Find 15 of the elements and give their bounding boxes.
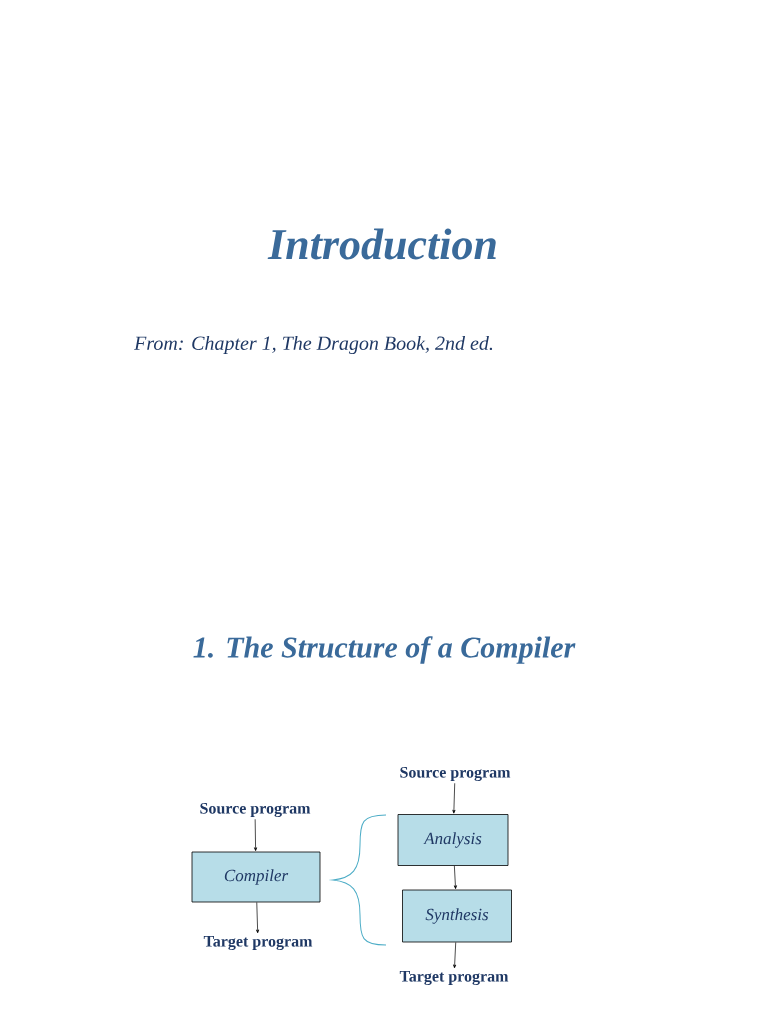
arrow: [256, 902, 260, 934]
title: Introduction: [267, 228, 496, 260]
arrow: [254, 818, 258, 851]
io-label: Source program: [400, 766, 511, 782]
arrow: [453, 942, 457, 969]
io-label: Source program: [200, 802, 311, 818]
subtitle: From: Chapter 1, The Dragon Book, 2nd ed.: [134, 335, 493, 355]
arrow: [452, 782, 456, 814]
io-label: Target program: [203, 936, 313, 950]
io-label: Target program: [399, 971, 509, 985]
section-heading: 1. The Structure of a Compiler: [193, 636, 576, 664]
process-box: Analysis: [397, 814, 509, 866]
process-box: Compiler: [191, 851, 321, 903]
arrow: [453, 865, 457, 889]
process-box: Synthesis: [402, 889, 512, 943]
